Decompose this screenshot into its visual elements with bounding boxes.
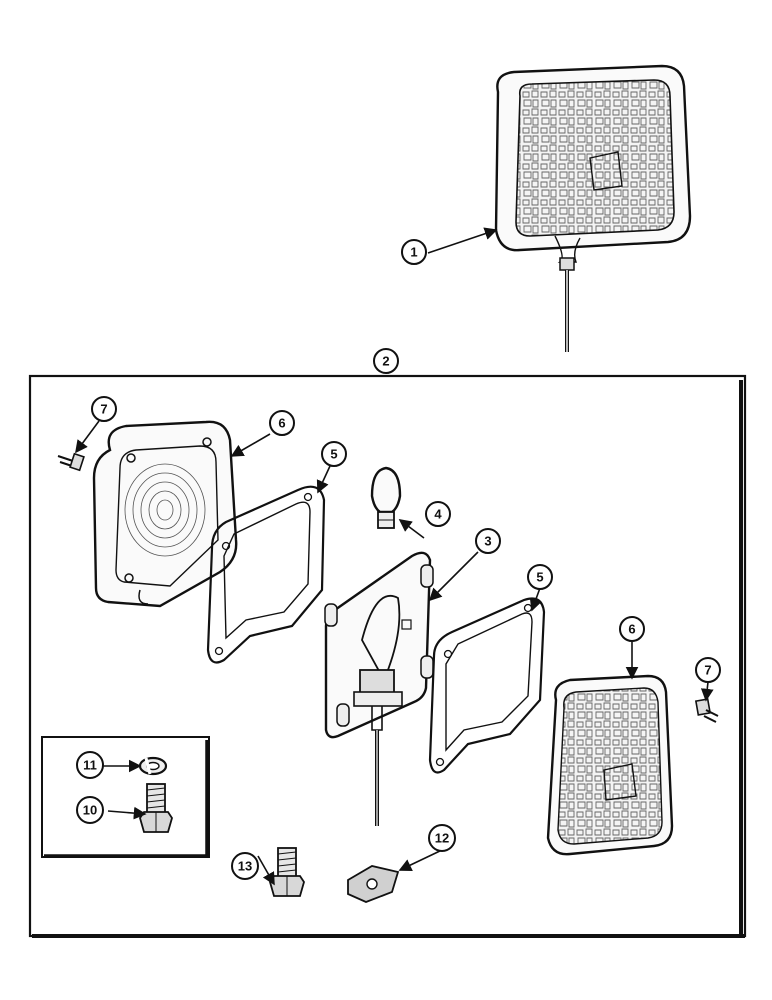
bolt-inset (139, 783, 173, 833)
callout-1: 1 (401, 239, 427, 265)
callout-5-left: 5 (321, 441, 347, 467)
callout-label: 7 (100, 402, 107, 417)
assembled-lamp (494, 64, 692, 352)
callout-5-right: 5 (527, 564, 553, 590)
callout-13: 13 (231, 852, 259, 880)
callout-4: 4 (425, 501, 451, 527)
mounting-plate (347, 865, 400, 903)
callout-label: 3 (484, 534, 491, 549)
callout-10: 10 (76, 796, 104, 824)
callout-label: 4 (434, 507, 442, 522)
callout-label: 6 (628, 622, 635, 637)
callout-label: 1 (410, 245, 417, 260)
callout-12: 12 (428, 824, 456, 852)
lens (546, 674, 674, 856)
callout-label: 11 (83, 758, 97, 773)
callout-3: 3 (475, 528, 501, 554)
gasket-right (428, 597, 546, 774)
callout-6-left: 6 (269, 410, 295, 436)
bulb (370, 466, 402, 529)
callout-label: 6 (278, 416, 285, 431)
inset-box (41, 736, 210, 858)
reflector-plate (324, 551, 434, 826)
callout-7-right: 7 (695, 657, 721, 683)
callout-label: 7 (704, 663, 711, 678)
kit-frame (28, 374, 747, 938)
callout-11: 11 (76, 751, 104, 779)
callout-label: 5 (536, 570, 543, 585)
callout-2: 2 (373, 348, 399, 374)
callout-label: 10 (83, 803, 97, 818)
callout-label: 13 (238, 859, 252, 874)
callout-6-right: 6 (619, 616, 645, 642)
callout-7-left: 7 (91, 396, 117, 422)
screw-left (57, 452, 85, 472)
callout-label: 2 (382, 354, 389, 369)
callout-label: 12 (435, 831, 449, 846)
bolt-13 (269, 847, 305, 897)
gasket-left (206, 485, 326, 664)
leader-lines (75, 227, 714, 886)
lamp-housing (92, 420, 238, 608)
screw-right (694, 698, 719, 723)
callout-label: 5 (330, 447, 337, 462)
lock-washer (138, 756, 168, 776)
